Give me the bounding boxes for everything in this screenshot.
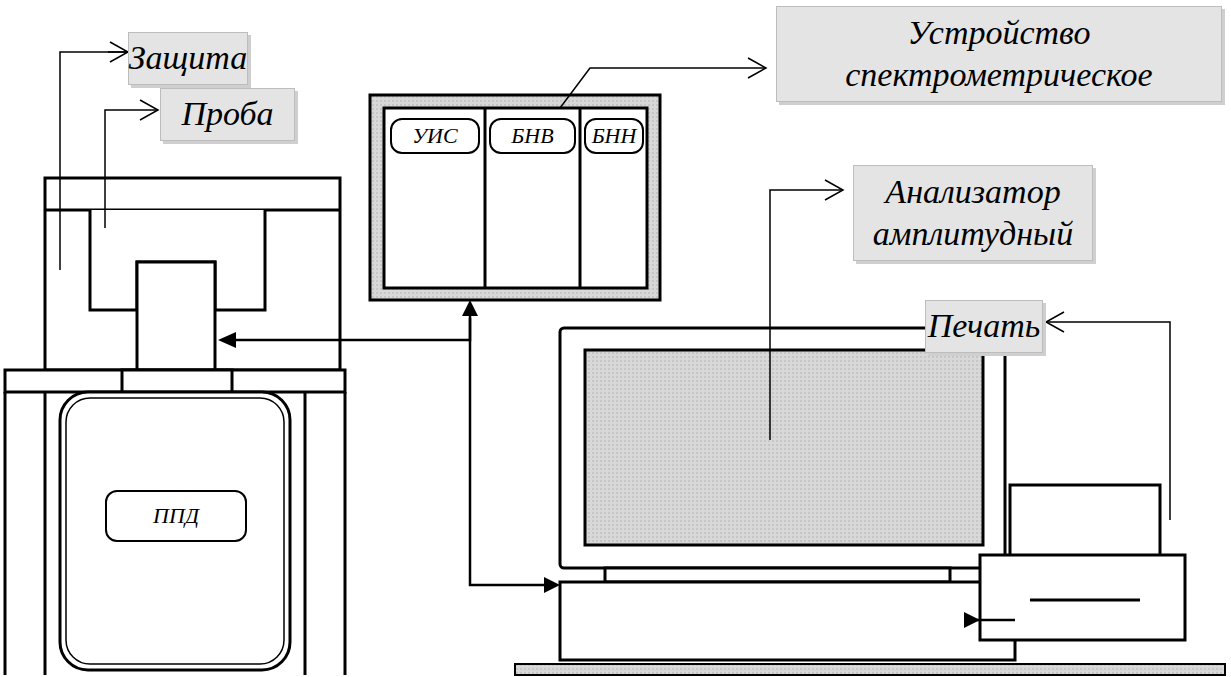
label-text: Печать [928,305,1040,348]
label-text: Проба [181,93,273,136]
label-text: Устройство спектрометрическое [787,12,1211,97]
label-text: Анализатор амплитудный [864,171,1082,256]
detector-label-box: ППД [105,490,247,542]
module-box: БНН [584,118,644,154]
label-text: БНН [592,123,637,149]
label-text: ППД [153,503,199,529]
callout-label: Печать [925,300,1043,353]
label-text: БНВ [511,123,553,149]
module-box: БНВ [489,118,576,154]
callout-label: Анализатор амплитудный [853,165,1093,261]
module-box: УИС [390,118,480,154]
label-text: УИС [412,123,457,149]
label-text: Защита [129,37,247,80]
callout-label: Защита [128,32,248,85]
callout-label: Проба [160,88,295,141]
callout-label: Устройство спектрометрическое [776,6,1222,102]
